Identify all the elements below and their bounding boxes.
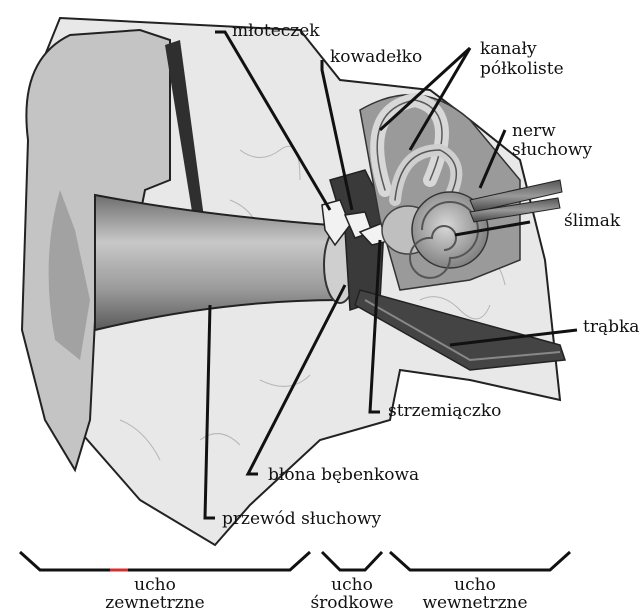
label-blona: błona bębenkowa xyxy=(268,466,419,485)
section-outer-2: zewnetrzne xyxy=(95,594,215,613)
label-kanaly-2: półkoliste xyxy=(480,60,564,79)
section-brackets xyxy=(20,552,570,570)
section-inner-2: wewnetrzne xyxy=(420,594,530,613)
label-przewod: przewód słuchowy xyxy=(222,510,381,529)
label-slimak: ślimak xyxy=(564,212,620,231)
label-strzemiaczko: strzemiączko xyxy=(388,402,501,421)
label-kanaly-1: kanały xyxy=(480,40,537,59)
section-middle-2: środkowe xyxy=(302,594,402,613)
label-mloteczek: młoteczek xyxy=(232,22,320,41)
label-trabka: trąbka xyxy=(583,318,639,337)
label-nerw-1: nerw xyxy=(512,122,556,141)
label-kowadelko: kowadełko xyxy=(330,48,422,67)
label-nerw-2: słuchowy xyxy=(512,141,592,160)
